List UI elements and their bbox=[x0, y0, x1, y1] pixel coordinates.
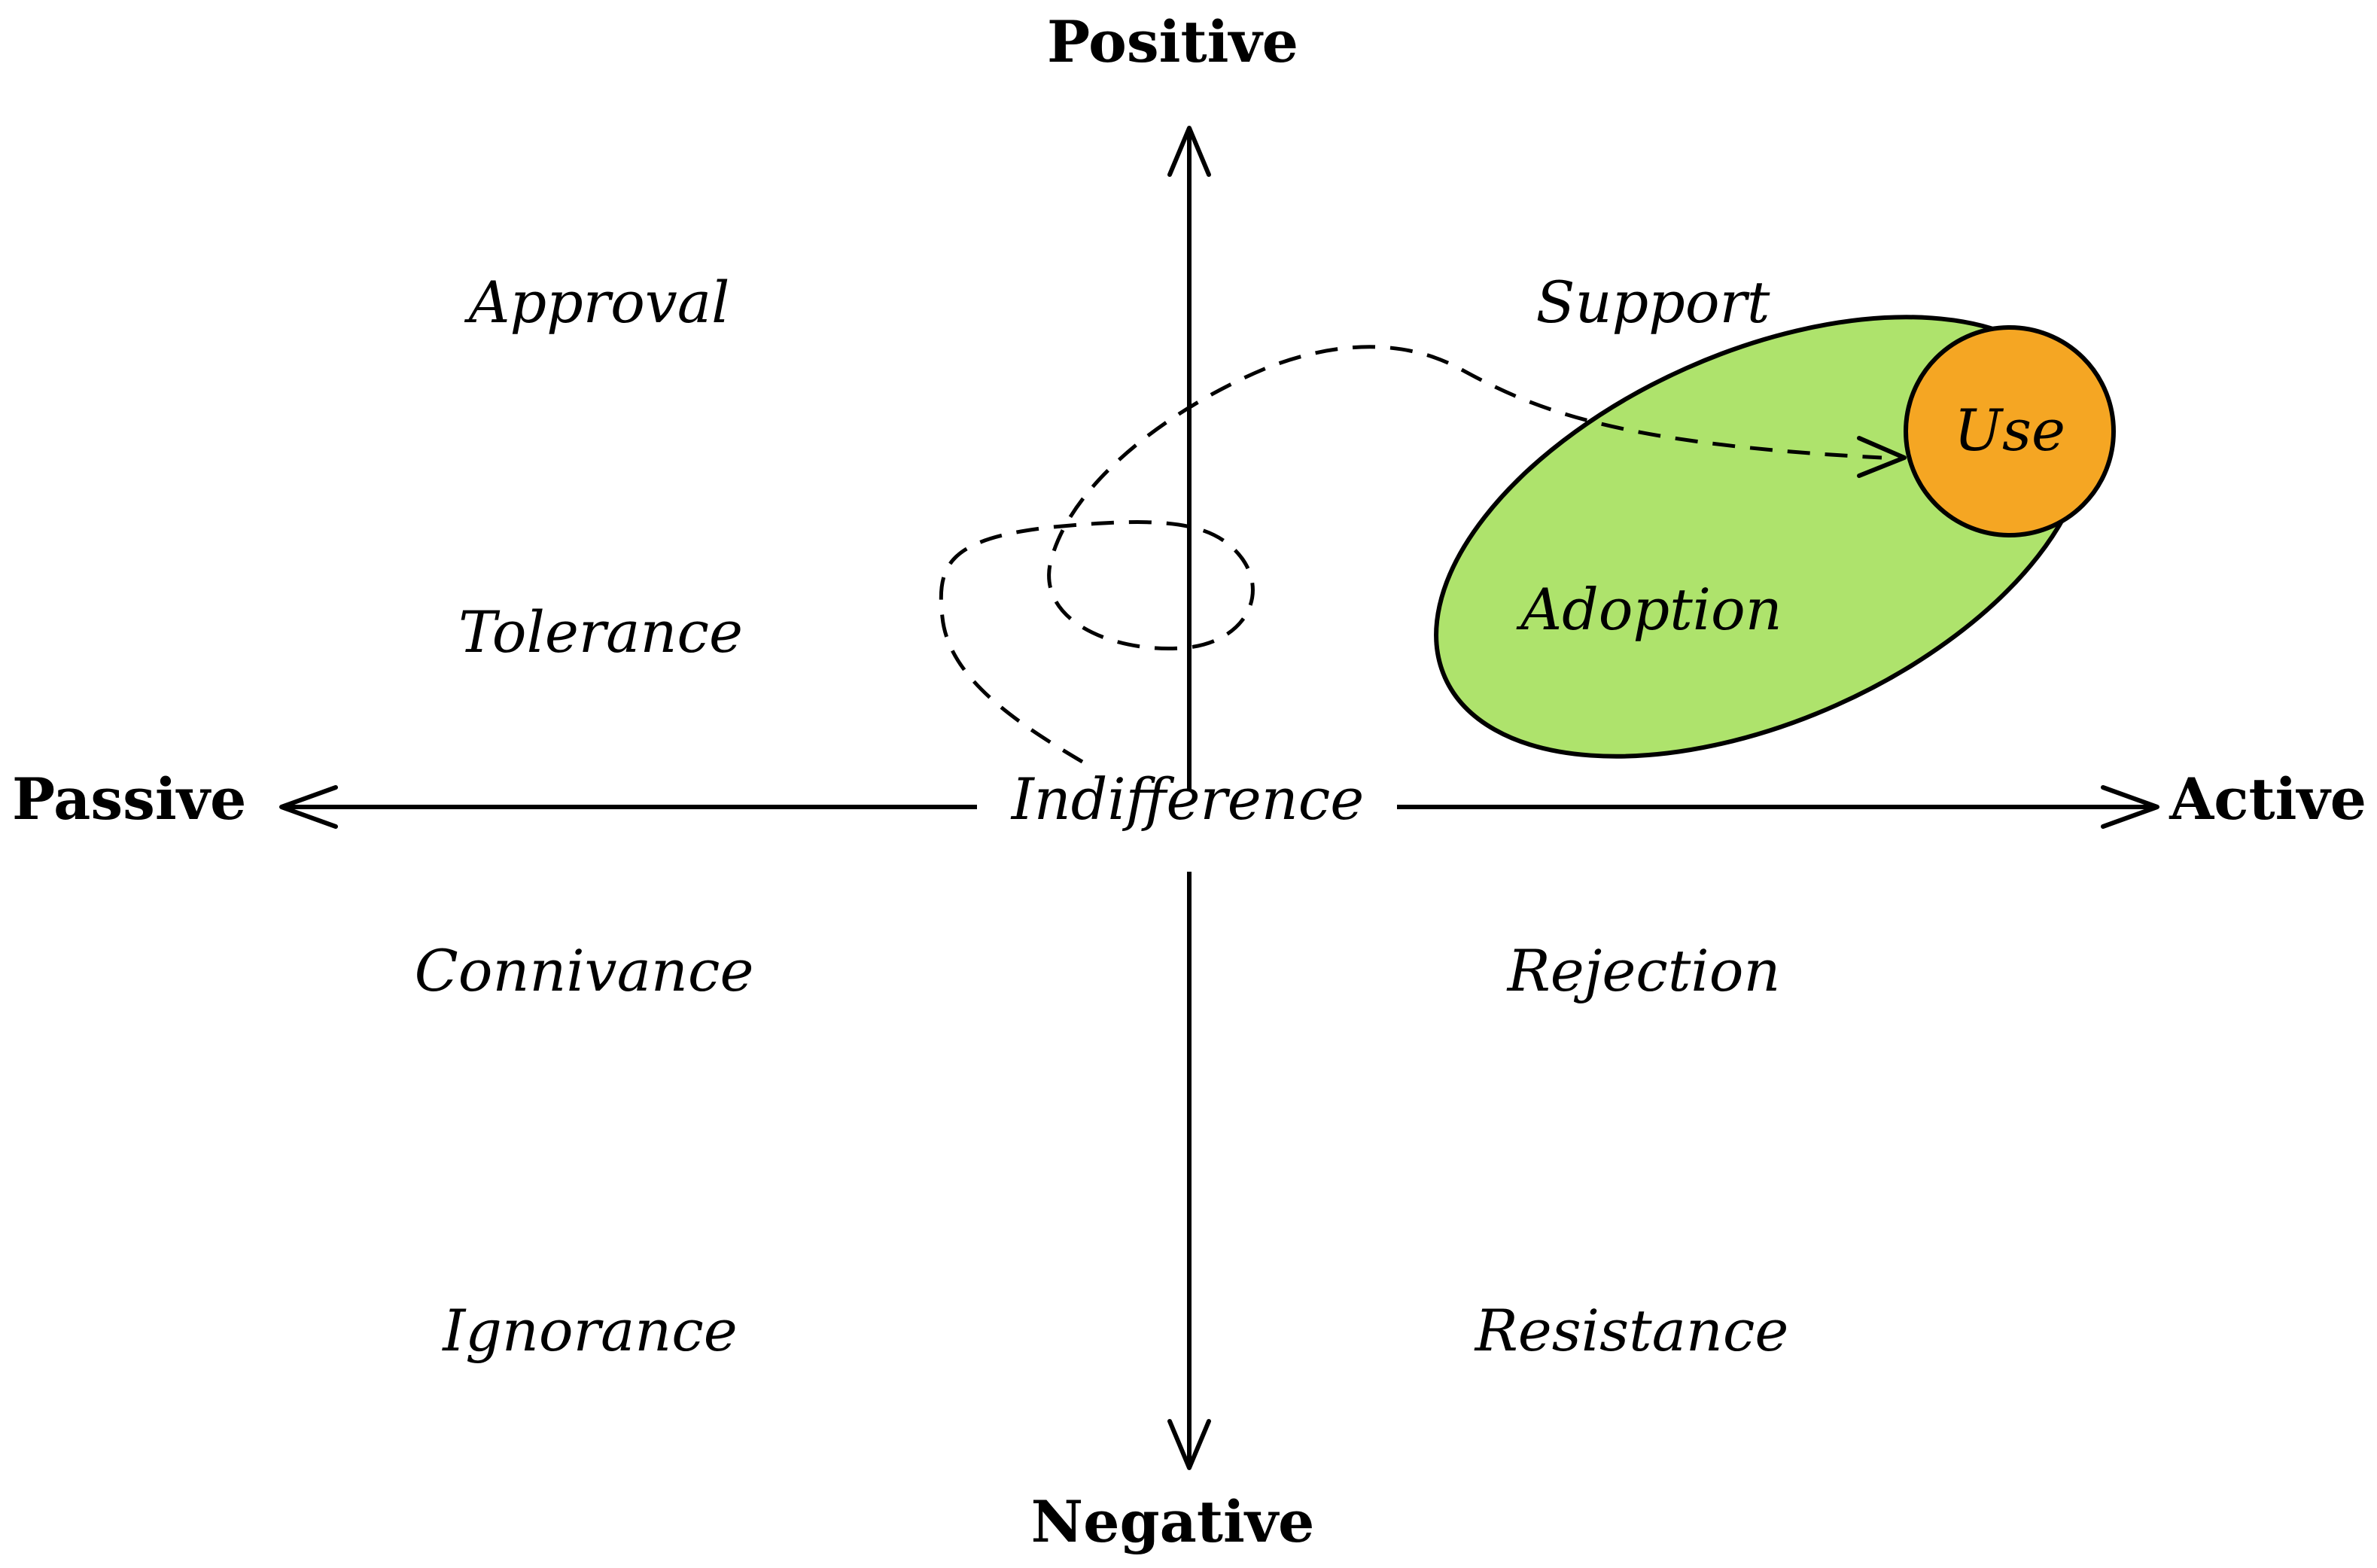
positive-arrow-head bbox=[1167, 126, 1211, 177]
passive-arrow-head bbox=[279, 785, 338, 829]
axis-label-active: Active bbox=[2169, 766, 2366, 833]
negative-arrow-head bbox=[1167, 1419, 1211, 1470]
axis-label-positive: Positive bbox=[1047, 8, 1298, 75]
state-label-approval: Approval bbox=[464, 269, 730, 336]
state-label-rejection: Rejection bbox=[1506, 937, 1781, 1004]
state-label-connivance: Connivance bbox=[415, 937, 754, 1004]
axis-label-passive: Passive bbox=[12, 766, 246, 833]
state-label-tolerance: Tolerance bbox=[458, 598, 743, 665]
adoption-trajectory bbox=[939, 345, 1882, 764]
state-label-adoption: Adoption bbox=[1516, 576, 1782, 643]
trajectory-arrow-head bbox=[1857, 436, 1907, 478]
state-label-ignorance: Ignorance bbox=[441, 1297, 738, 1364]
state-label-use: Use bbox=[1954, 397, 2065, 464]
use-region bbox=[1904, 325, 2116, 537]
active-arrow-head bbox=[2101, 785, 2159, 829]
state-label-resistance: Resistance bbox=[1474, 1297, 1789, 1364]
axis-label-negative: Negative bbox=[1031, 1488, 1315, 1555]
state-label-support: Support bbox=[1536, 269, 1770, 336]
state-label-indifference: Indifference bbox=[1010, 766, 1365, 833]
